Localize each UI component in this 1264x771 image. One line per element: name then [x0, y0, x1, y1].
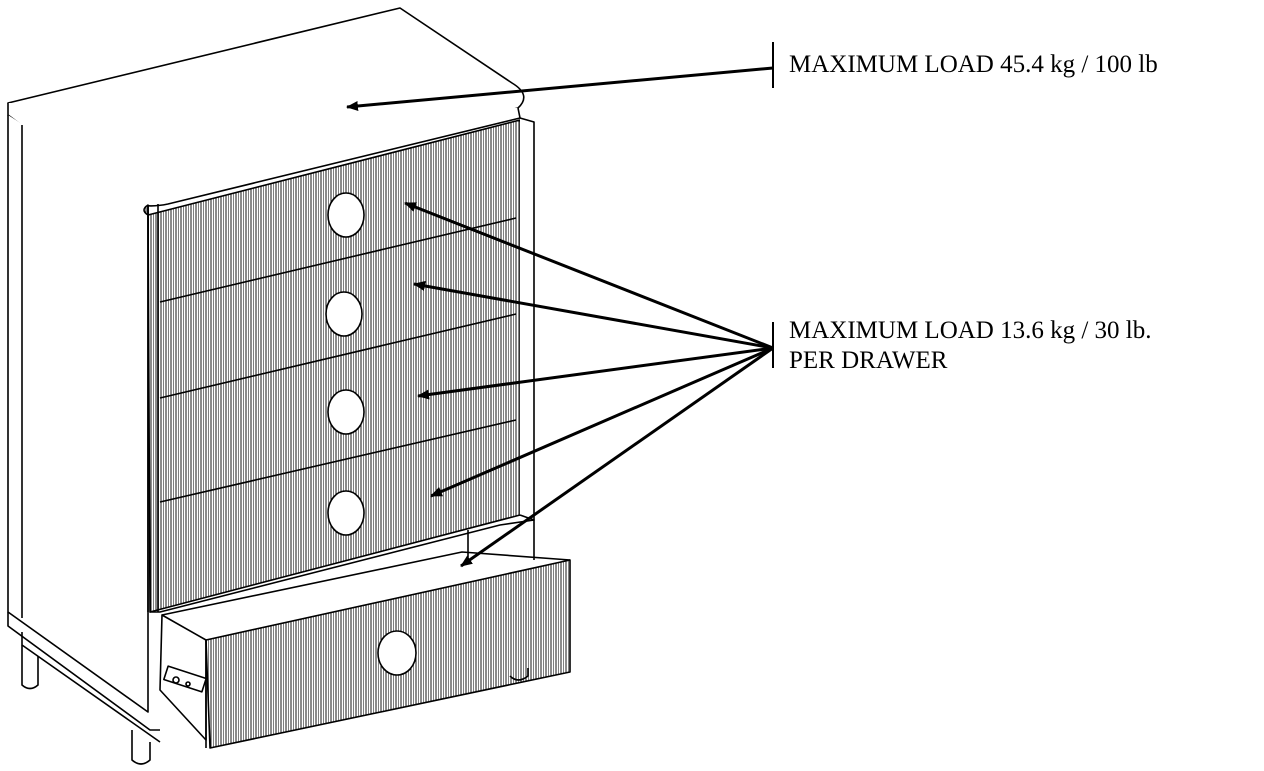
arrow-drawer-4	[430, 346, 774, 498]
drawer-load-callout: MAXIMUM LOAD 13.6 kg / 30 lb. PER DRAWER	[789, 316, 1152, 376]
arrow-top	[346, 66, 774, 111]
drawer-slide	[163, 665, 207, 693]
drawer-load-line-1: MAXIMUM LOAD 13.6 kg / 30 lb.	[789, 317, 1152, 344]
dresser-leg	[509, 668, 529, 681]
drawer-divider	[159, 419, 517, 503]
top-load-callout: MAXIMUM LOAD 45.4 kg / 100 lb	[789, 51, 1158, 78]
drawer-knob	[325, 291, 363, 337]
drawer-load-line-2: PER DRAWER	[789, 347, 948, 374]
drawer-divider	[159, 217, 517, 303]
arrow-drawer-2	[413, 281, 774, 350]
dresser-side-panel	[7, 115, 149, 713]
arrow-drawer-5	[460, 346, 774, 568]
drawer-knob	[327, 389, 365, 435]
arrow-drawer-3	[417, 346, 774, 400]
arrow-drawer-1	[404, 201, 774, 350]
leader-arrows	[346, 66, 774, 568]
drawer-knob	[327, 490, 365, 536]
drawer-knob	[377, 630, 417, 676]
dresser-leg	[131, 730, 151, 765]
dresser-base-rail	[7, 612, 160, 731]
dresser-leg	[21, 645, 39, 690]
drawer-divider	[159, 313, 517, 399]
drawer-knob	[327, 192, 365, 238]
